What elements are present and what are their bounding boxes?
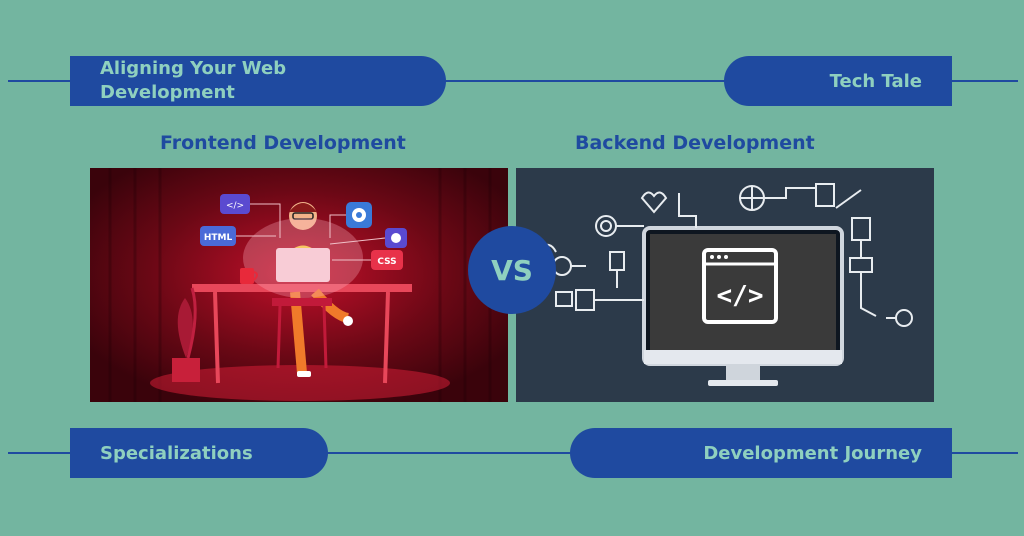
bottom-right-pill: Development Journey [570,428,952,478]
title-line-1: Aligning Your Web [100,58,287,79]
css-chip-label: CSS [377,257,396,267]
top-left-title-pill: Aligning Your Web Development [70,56,446,106]
specializations-label: Specializations [100,442,253,464]
vs-badge: VS [468,226,556,314]
frontend-illustration: </> HTML CSS [90,168,508,402]
top-right-brand-pill: Tech Tale [724,56,952,106]
svg-text:</>: </> [717,281,764,311]
html-chip-label: HTML [204,233,233,243]
title-line-2: Development [100,82,235,103]
top-divider-line [8,80,1018,82]
code-chip-label: </> [226,201,244,211]
bottom-divider-line [8,452,1018,454]
backend-illustration: </> [516,168,934,402]
vs-label: VS [491,253,533,287]
bottom-left-pill: Specializations [70,428,328,478]
backend-heading: Backend Development [575,132,815,154]
brand-label: Tech Tale [829,70,922,92]
frontend-heading: Frontend Development [160,132,406,154]
development-journey-label: Development Journey [703,442,922,464]
